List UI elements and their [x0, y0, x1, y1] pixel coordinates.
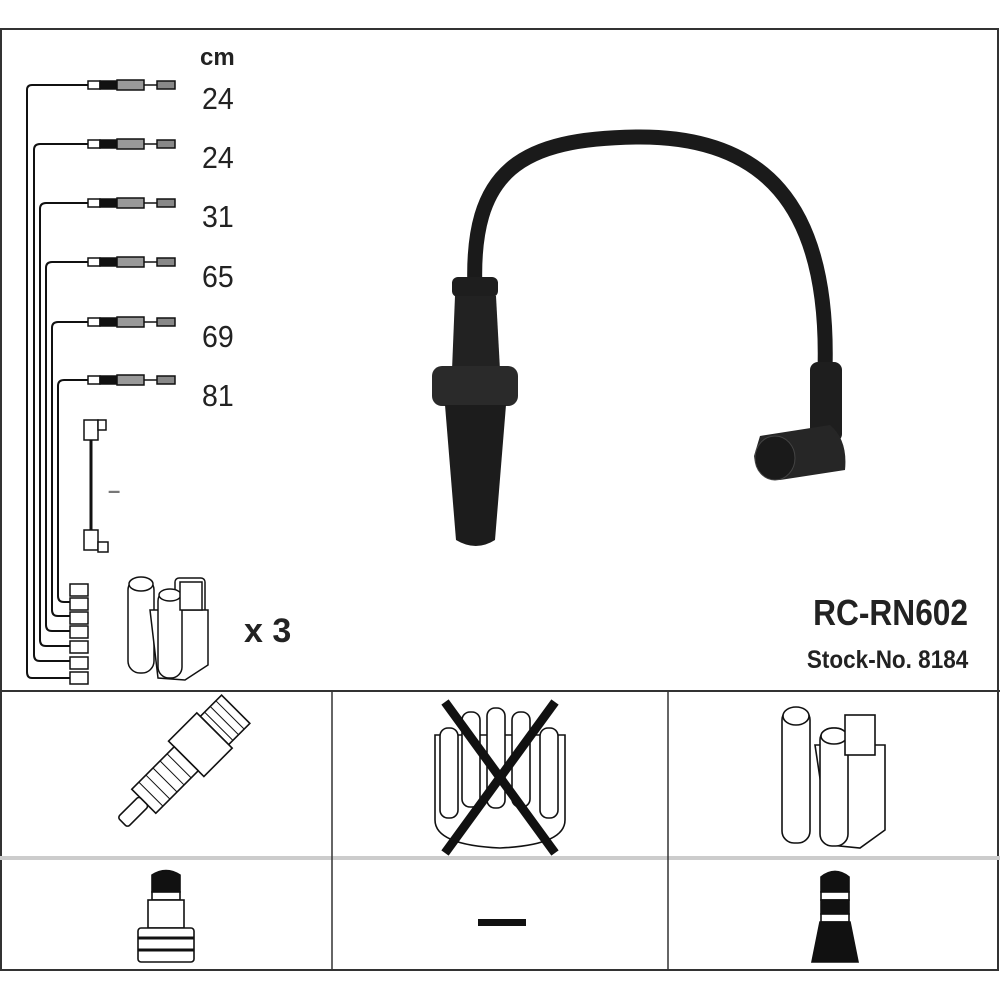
wire-length: 65: [202, 259, 234, 294]
wire-set-schematic: [26, 84, 88, 679]
ignition-coil-icon: [127, 576, 209, 681]
wire-length: 69: [202, 319, 234, 354]
spark-plug-icon: [118, 694, 251, 827]
center-dash: [478, 919, 526, 926]
wire-length: 24: [202, 140, 234, 175]
extra-wire-dash: –: [108, 478, 121, 503]
wire-length: 24: [202, 81, 234, 116]
stock-number: Stock-No. 8184: [806, 646, 968, 674]
distributor-cap-crossed-icon: [434, 699, 566, 856]
wire-length: 81: [202, 378, 234, 413]
unit-label: cm: [200, 44, 235, 71]
coil-multiplier: x 3: [244, 612, 292, 650]
wire-length: 31: [202, 199, 234, 234]
wire-connectors: [69, 79, 176, 685]
plug-boot-straight-icon: [137, 869, 195, 963]
main-ignition-cable: [432, 129, 846, 546]
coil-boot-icon: [811, 870, 859, 963]
ignition-coil-icon: [781, 706, 886, 849]
frame: [0, 28, 999, 971]
product-title: RC-RN602: [813, 592, 968, 633]
